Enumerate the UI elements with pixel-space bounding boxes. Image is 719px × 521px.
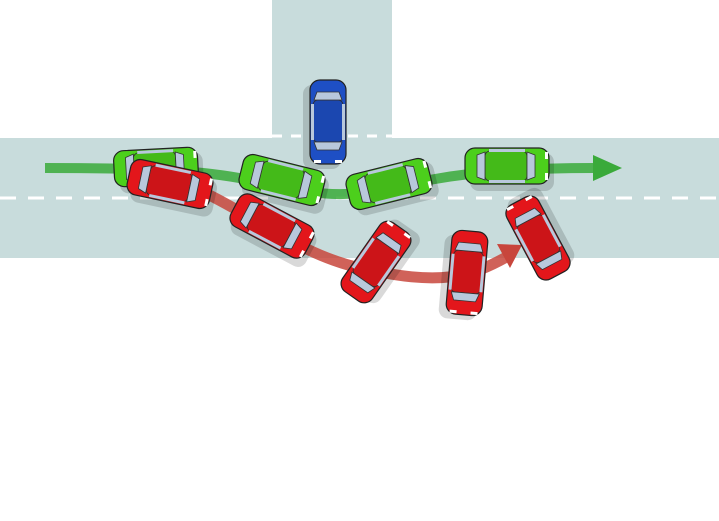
green-car xyxy=(238,153,329,214)
red-car xyxy=(340,219,420,304)
blue-car xyxy=(303,79,347,169)
road-layer xyxy=(0,0,719,258)
red-car xyxy=(438,229,489,321)
red-car xyxy=(505,187,575,281)
red-car xyxy=(126,158,218,217)
red-car xyxy=(229,193,317,267)
green-car xyxy=(345,157,439,216)
red-arrowhead xyxy=(497,244,522,268)
car-layer xyxy=(113,79,575,321)
green-car xyxy=(464,147,554,191)
green-arrowhead xyxy=(593,155,622,181)
